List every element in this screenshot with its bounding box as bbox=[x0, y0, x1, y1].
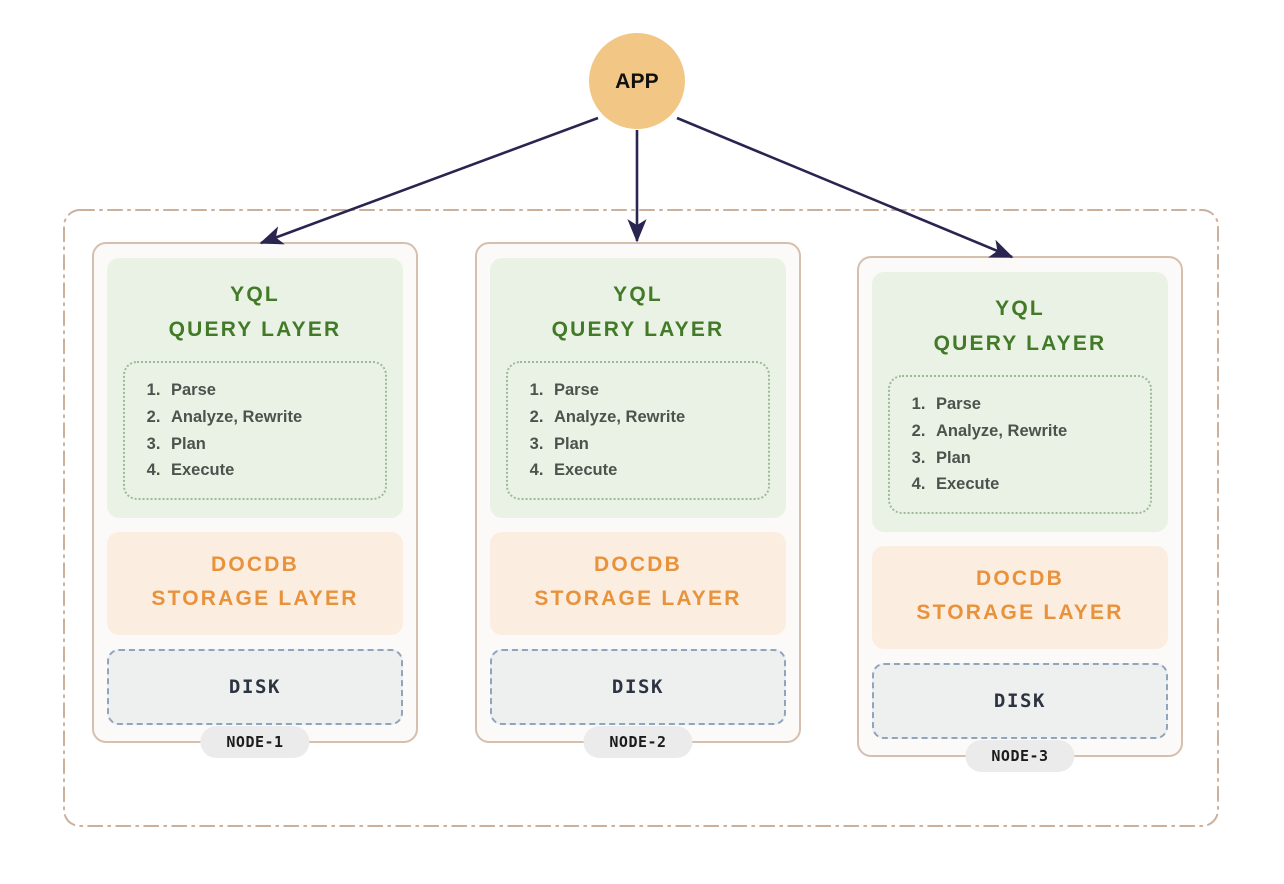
yql-step-item: Execute bbox=[165, 457, 375, 484]
yql-step-item: Parse bbox=[930, 391, 1140, 418]
docdb-layer-title-1: DOCDB STORAGE LAYER bbox=[151, 553, 359, 611]
yql-steps-box-3: Parse Analyze, Rewrite Plan Execute bbox=[888, 375, 1152, 515]
yql-step-item: Analyze, Rewrite bbox=[548, 404, 758, 431]
docdb-layer-title-3: DOCDB STORAGE LAYER bbox=[916, 567, 1124, 625]
docdb-layer-title-2: DOCDB STORAGE LAYER bbox=[534, 553, 742, 611]
yql-steps-list-2: Parse Analyze, Rewrite Plan Execute bbox=[522, 377, 758, 484]
yql-step-item: Plan bbox=[165, 431, 375, 458]
yql-step-item: Analyze, Rewrite bbox=[930, 418, 1140, 445]
node-card-3[interactable]: YQL QUERY LAYER Parse Analyze, Rewrite P… bbox=[857, 256, 1183, 772]
docdb-storage-layer-1: DOCDB STORAGE LAYER bbox=[107, 532, 403, 635]
yql-layer-title-2: YQL QUERY LAYER bbox=[551, 283, 725, 341]
disk-label-1: DISK bbox=[228, 675, 282, 698]
docdb-storage-layer-3: DOCDB STORAGE LAYER bbox=[872, 546, 1168, 649]
node-card-1[interactable]: YQL QUERY LAYER Parse Analyze, Rewrite P… bbox=[92, 242, 418, 758]
yql-query-layer-3: YQL QUERY LAYER Parse Analyze, Rewrite P… bbox=[872, 272, 1168, 533]
cluster-boundary bbox=[63, 209, 1219, 827]
yql-step-item: Execute bbox=[930, 471, 1140, 498]
node-name-pill-1: NODE-1 bbox=[200, 725, 310, 758]
yql-step-item: Parse bbox=[165, 377, 375, 404]
yql-steps-list-1: Parse Analyze, Rewrite Plan Execute bbox=[139, 377, 375, 484]
cluster-boundary-outline bbox=[63, 209, 1219, 827]
yql-steps-box-1: Parse Analyze, Rewrite Plan Execute bbox=[123, 361, 387, 501]
yql-step-item: Plan bbox=[548, 431, 758, 458]
node-name-pill-3: NODE-3 bbox=[965, 739, 1075, 772]
yql-query-layer-1: YQL QUERY LAYER Parse Analyze, Rewrite P… bbox=[107, 258, 403, 519]
yql-step-item: Execute bbox=[548, 457, 758, 484]
disk-label-2: DISK bbox=[611, 675, 665, 698]
yql-steps-box-2: Parse Analyze, Rewrite Plan Execute bbox=[506, 361, 770, 501]
docdb-storage-layer-2: DOCDB STORAGE LAYER bbox=[490, 532, 786, 635]
node-card-2[interactable]: YQL QUERY LAYER Parse Analyze, Rewrite P… bbox=[475, 242, 801, 758]
yql-query-layer-2: YQL QUERY LAYER Parse Analyze, Rewrite P… bbox=[490, 258, 786, 519]
disk-label-3: DISK bbox=[993, 689, 1047, 712]
yql-step-item: Analyze, Rewrite bbox=[165, 404, 375, 431]
node-cards-row: YQL QUERY LAYER Parse Analyze, Rewrite P… bbox=[92, 236, 1192, 816]
yql-steps-list-3: Parse Analyze, Rewrite Plan Execute bbox=[904, 391, 1140, 498]
app-node[interactable]: APP bbox=[589, 33, 685, 129]
yql-step-item: Plan bbox=[930, 445, 1140, 472]
disk-box-3: DISK bbox=[872, 662, 1168, 739]
node-name-pill-2: NODE-2 bbox=[583, 725, 693, 758]
disk-box-2: DISK bbox=[490, 648, 786, 725]
app-node-label: APP bbox=[615, 69, 659, 93]
yql-step-item: Parse bbox=[548, 377, 758, 404]
yql-layer-title-3: YQL QUERY LAYER bbox=[933, 297, 1107, 355]
yql-layer-title-1: YQL QUERY LAYER bbox=[168, 283, 342, 341]
disk-box-1: DISK bbox=[107, 648, 403, 725]
